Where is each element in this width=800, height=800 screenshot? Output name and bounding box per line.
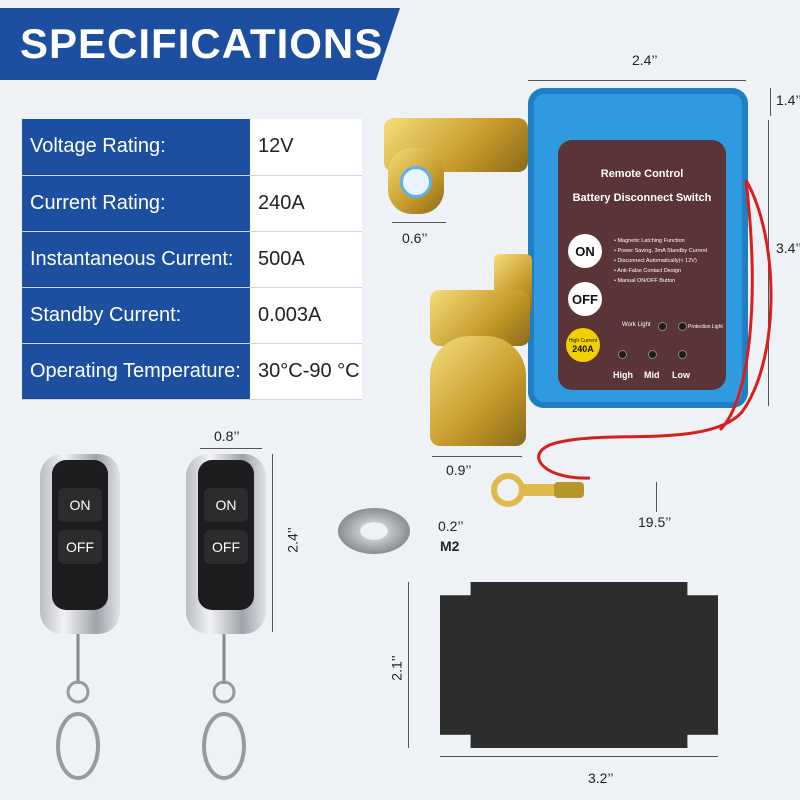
pad-height-label: 2.1’’ bbox=[388, 655, 405, 681]
remote-height-line bbox=[272, 454, 273, 632]
terminal-top-line bbox=[392, 222, 446, 223]
remote-1-keypad: ON OFF bbox=[52, 460, 108, 610]
spec-label: Operating Temperature: bbox=[22, 343, 250, 400]
cable-length-label: 19.5’’ bbox=[638, 514, 672, 530]
banner-title: SPECIFICATIONS bbox=[20, 20, 384, 67]
protection-light-label: Protection Light bbox=[688, 324, 723, 330]
protection-light-led bbox=[678, 322, 687, 331]
terminal-bottom-line bbox=[432, 456, 522, 457]
spec-value: 0.003A bbox=[250, 287, 362, 344]
spec-row: Voltage Rating: 12V bbox=[22, 119, 362, 176]
feature-item: • Disconnect Automatically(< 12V) bbox=[614, 258, 697, 264]
high-current-label: High Current bbox=[568, 338, 598, 344]
pad-width-line bbox=[440, 756, 718, 757]
terminal-top-label: 0.6’’ bbox=[402, 230, 428, 246]
controller-off-button[interactable]: OFF bbox=[568, 282, 602, 316]
spec-value: 12V bbox=[250, 119, 362, 176]
pad-height-line bbox=[408, 582, 409, 748]
remote-2-off-button[interactable]: OFF bbox=[204, 530, 248, 564]
spec-table: Voltage Rating: 12V Current Rating: 240A… bbox=[22, 119, 362, 400]
controller-on-button[interactable]: ON bbox=[568, 234, 602, 268]
rubber-pad bbox=[440, 582, 718, 748]
controller-title: Remote Control bbox=[600, 168, 684, 180]
feature-item: • Power Saving, 3mA Standby Current bbox=[614, 248, 708, 254]
remote-1-off-button[interactable]: OFF bbox=[58, 530, 102, 564]
level-label-mid: Mid bbox=[644, 370, 660, 380]
remote-2-keyring bbox=[202, 634, 246, 780]
level-led-mid bbox=[648, 350, 657, 359]
level-label-high: High bbox=[613, 370, 633, 380]
cable-line bbox=[656, 482, 657, 512]
feature-item: • Manual ON/OFF Button bbox=[614, 278, 676, 284]
feature-item: • Magnetic Latching Function bbox=[614, 238, 685, 244]
level-led-high bbox=[618, 350, 627, 359]
remote-control-1: ON OFF bbox=[40, 454, 120, 634]
bottom-terminal-clamp bbox=[430, 336, 526, 446]
feature-item: • Anti-False Contact Design bbox=[614, 268, 682, 274]
level-label-low: Low bbox=[672, 370, 690, 380]
remote-1-on-button[interactable]: ON bbox=[58, 488, 102, 522]
high-current-badge: High Current 240A bbox=[566, 328, 600, 362]
washer bbox=[338, 508, 410, 554]
box-depth-label: 1.4’’ bbox=[776, 92, 800, 108]
high-current-value: 240A bbox=[572, 344, 594, 354]
spec-row: Operating Temperature: 30°C-90 °C bbox=[22, 343, 362, 400]
pad-width-label: 3.2’’ bbox=[588, 770, 614, 786]
remote-height-label: 2.4’’ bbox=[284, 527, 301, 553]
remote-2-on-button[interactable]: ON bbox=[204, 488, 248, 522]
box-height-label: 3.4’’ bbox=[776, 240, 800, 256]
box-width-line bbox=[528, 80, 746, 81]
remote-width-label: 0.8’’ bbox=[214, 428, 240, 444]
controller-faceplate: Remote Control Battery Disconnect Switch… bbox=[558, 140, 726, 390]
top-terminal-cap bbox=[400, 166, 432, 198]
ring-terminal bbox=[491, 473, 584, 507]
remote-2-keypad: ON OFF bbox=[198, 460, 254, 610]
washer-size-label: M2 bbox=[440, 538, 460, 554]
washer-thickness-label: 0.2’’ bbox=[438, 518, 464, 534]
terminal-bottom-label: 0.9’’ bbox=[446, 462, 472, 478]
spec-label: Voltage Rating: bbox=[22, 119, 250, 176]
spec-label: Instantaneous Current: bbox=[22, 231, 250, 288]
controller-subtitle: Battery Disconnect Switch bbox=[572, 192, 712, 204]
level-led-low bbox=[678, 350, 687, 359]
spec-row: Standby Current: 0.003A bbox=[22, 287, 362, 344]
work-light-label: Work Light bbox=[622, 322, 651, 328]
specifications-banner: SPECIFICATIONS bbox=[0, 8, 400, 80]
spec-value: 30°C-90 °C bbox=[250, 343, 362, 400]
spec-label: Standby Current: bbox=[22, 287, 250, 344]
spec-value: 500A bbox=[250, 231, 362, 288]
remote-1-keyring bbox=[56, 634, 100, 780]
spec-row: Instantaneous Current: 500A bbox=[22, 231, 362, 288]
spec-label: Current Rating: bbox=[22, 175, 250, 232]
spec-row: Current Rating: 240A bbox=[22, 175, 362, 232]
feature-list: • Magnetic Latching Function • Power Sav… bbox=[614, 236, 724, 286]
box-depth-line bbox=[770, 88, 771, 116]
red-cable bbox=[537, 180, 773, 480]
spec-value: 240A bbox=[250, 175, 362, 232]
remote-width-line bbox=[200, 448, 262, 449]
remote-control-2: ON OFF bbox=[186, 454, 266, 634]
box-width-label: 2.4’’ bbox=[632, 52, 658, 68]
work-light-led bbox=[658, 322, 667, 331]
